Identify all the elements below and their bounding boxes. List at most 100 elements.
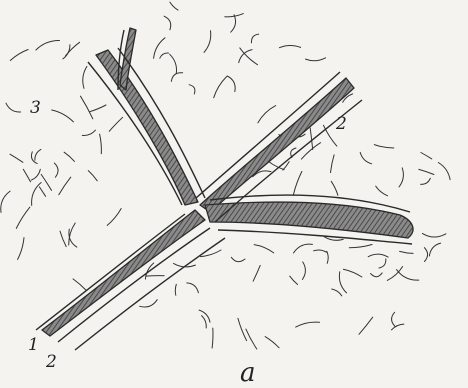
outer-wall-line-1 — [36, 214, 185, 330]
capillary-stroke — [31, 169, 40, 180]
capillary-stroke — [290, 276, 298, 284]
capillary-stroke — [231, 15, 236, 33]
capillary-stroke — [175, 284, 176, 295]
capillary-stroke — [254, 245, 274, 253]
capillary-stroke — [349, 245, 372, 248]
capillary-stroke — [399, 168, 403, 187]
capillary-stroke — [81, 96, 93, 119]
capillary-stroke — [189, 85, 195, 94]
capillary-stroke — [60, 231, 66, 247]
capillary-stroke — [32, 183, 42, 206]
capillary-stroke — [170, 54, 177, 73]
label-1: 1 — [28, 337, 39, 354]
capillary-stroke — [160, 53, 169, 58]
capillary-stroke — [41, 174, 51, 190]
capillary-stroke — [301, 143, 320, 159]
label-3: 3 — [30, 100, 41, 117]
capillary-stroke — [310, 128, 313, 150]
capillary-stroke — [258, 106, 276, 123]
capillary-stroke — [82, 130, 95, 135]
label-2-bottom: 2 — [46, 354, 57, 371]
capillary-stroke — [392, 312, 395, 326]
capillary-stroke — [438, 163, 450, 180]
capillary-stroke — [327, 251, 328, 263]
capillary-stroke — [314, 250, 327, 252]
capillary-stroke — [371, 273, 383, 277]
capillary-stroke — [10, 50, 28, 61]
capillary-stroke — [296, 322, 320, 327]
capillary-stroke — [69, 229, 77, 247]
capillary-stroke — [63, 45, 70, 59]
capillary-stroke — [359, 317, 373, 334]
capillary-stroke — [239, 50, 252, 63]
capillary-stroke — [35, 149, 41, 160]
capillary-stroke — [374, 145, 394, 148]
capillary-stroke — [164, 16, 171, 30]
capillary-stroke — [279, 46, 300, 48]
capillary-stroke — [204, 31, 211, 53]
capillary-stroke — [170, 2, 178, 10]
capillary-stroke — [332, 289, 342, 296]
capillary-stroke — [238, 318, 247, 340]
capillary-stroke — [324, 125, 337, 146]
capillary-stroke — [294, 171, 302, 194]
upper-left-wall-line — [88, 62, 182, 205]
capillary-stroke — [23, 169, 30, 182]
capillary-stroke — [400, 251, 414, 253]
capillary-stroke — [294, 244, 313, 253]
capillary-stroke — [10, 154, 23, 162]
upper-right-branch-vessel — [200, 78, 354, 212]
capillary-stroke — [54, 163, 58, 177]
upper-left-wall-line-2 — [118, 48, 205, 198]
capillary-stroke — [214, 77, 227, 98]
capillary-stroke — [246, 329, 257, 349]
capillary-stroke — [306, 58, 326, 61]
capillary-stroke — [253, 265, 260, 281]
capillary-mesh — [1, 2, 450, 349]
capillary-stroke — [52, 110, 74, 122]
capillary-stroke — [1, 191, 10, 212]
capillary-stroke — [331, 155, 335, 173]
capillary-stroke — [69, 223, 76, 245]
capillary-stroke — [376, 186, 388, 196]
capillary-stroke — [422, 233, 446, 237]
right-branch-vessel — [205, 202, 413, 238]
capillary-stroke — [379, 259, 386, 268]
capillary-stroke — [154, 38, 165, 59]
capillary-stroke — [83, 66, 87, 88]
capillary-stroke — [73, 279, 86, 291]
capillary-stroke — [368, 254, 388, 257]
capillary-stroke — [421, 153, 432, 159]
capillary-stroke — [6, 103, 21, 112]
capillary-stroke — [424, 248, 427, 262]
capillary-stroke — [64, 152, 74, 161]
capillary-stroke — [107, 209, 121, 226]
capillary-stroke — [171, 73, 182, 82]
capillary-stroke — [36, 40, 60, 50]
capillary-stroke — [89, 105, 106, 112]
capillary-stroke — [212, 328, 213, 348]
capillary-stroke — [59, 177, 71, 195]
capillary-stroke — [18, 238, 24, 260]
capillary-stroke — [187, 283, 199, 293]
capillary-stroke — [419, 169, 434, 174]
capillary-stroke — [231, 257, 245, 261]
capillary-stroke — [251, 34, 258, 43]
capillary-stroke — [421, 178, 431, 184]
capillary-stroke — [302, 262, 305, 280]
capillary-stroke — [16, 207, 30, 228]
main-trunk-vessel — [42, 210, 205, 336]
capillary-stroke — [331, 181, 338, 195]
capillary-stroke — [109, 117, 122, 131]
capillary-stroke — [265, 337, 279, 348]
capillary-stroke — [339, 272, 346, 293]
capillary-stroke — [360, 152, 372, 163]
capillary-stroke — [397, 270, 419, 281]
capillary-stroke — [202, 316, 207, 328]
capillary-stroke — [429, 243, 440, 256]
capillary-stroke — [343, 269, 362, 277]
capillary-stroke — [227, 76, 235, 92]
capillary-stroke — [140, 300, 158, 307]
